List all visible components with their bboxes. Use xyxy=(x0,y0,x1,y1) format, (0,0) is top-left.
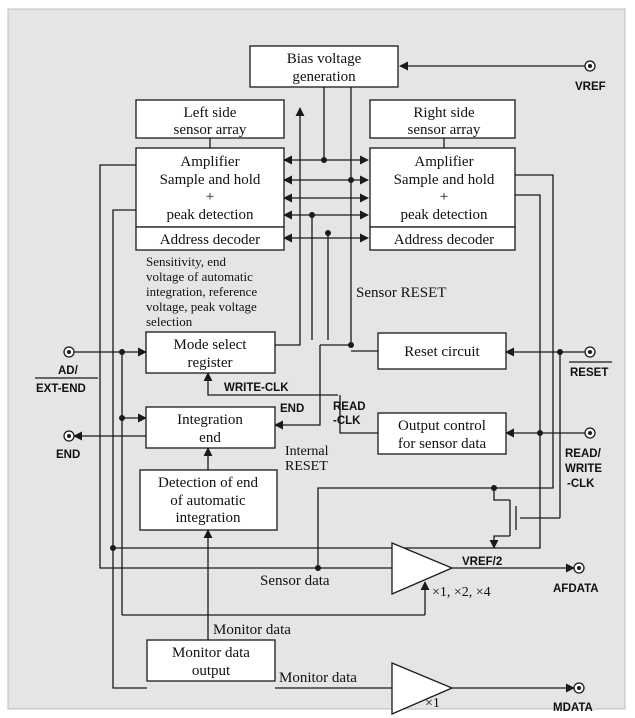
sensor-data-label: Sensor data xyxy=(260,573,330,589)
mode-line-2: register xyxy=(188,355,233,371)
right-array-block: Right side sensor array xyxy=(369,99,516,139)
detection-line-1: Detection of end xyxy=(158,475,258,491)
monitor-data-label-2: Monitor data xyxy=(279,670,357,686)
pin-afdata-label: AFDATA xyxy=(553,583,599,595)
mode-note-line-1: Sensitivity, end xyxy=(146,254,227,269)
write-clk-label: WRITE-CLK xyxy=(224,382,289,394)
pin-end-label: END xyxy=(56,449,80,461)
right-decoder-label: Address decoder xyxy=(394,232,494,248)
pin-mdata-label: MDATA xyxy=(553,702,593,714)
left-amp-line-3: + xyxy=(206,189,214,205)
output-control-line-1: Output control xyxy=(398,418,486,434)
pin-read-write-clk: READ/ WRITE -CLK xyxy=(565,427,602,490)
vref-half-label: VREF/2 xyxy=(462,556,502,568)
left-amp-line-4: peak detection xyxy=(166,207,254,223)
sensor-amplifier-triangle xyxy=(391,542,454,595)
pin-reset-label: RESET xyxy=(570,367,608,379)
left-amp-line-2: Sample and hold xyxy=(160,172,261,188)
output-control-block: Output control for sensor data xyxy=(377,412,507,455)
bias-line-1: Bias voltage xyxy=(287,51,362,67)
integration-end-block: Integration end xyxy=(145,406,276,449)
reset-circuit-block: Reset circuit xyxy=(377,332,507,370)
bias-voltage-block: Bias voltage generation xyxy=(249,45,399,88)
mode-select-register-block: Mode select register xyxy=(145,331,276,374)
pin-afdata: AFDATA xyxy=(553,562,599,595)
detection-line-2: of automatic xyxy=(170,493,246,509)
left-decoder-label: Address decoder xyxy=(160,232,260,248)
output-control-line-2: for sensor data xyxy=(398,436,487,452)
mode-note-line-2: voltage of automatic xyxy=(146,269,253,284)
left-address-decoder-block: Address decoder xyxy=(135,226,285,251)
mode-line-1: Mode select xyxy=(174,337,248,353)
left-amplifier-block: Amplifier Sample and hold + peak detecti… xyxy=(135,147,285,228)
internal-reset-label-2: RESET xyxy=(285,459,328,474)
left-array-line-1: Left side xyxy=(184,105,237,121)
right-array-line-1: Right side xyxy=(413,105,475,121)
left-array-line-2: sensor array xyxy=(174,122,247,138)
monitor-output-line-2: output xyxy=(192,663,231,679)
internal-reset-label-1: Internal xyxy=(285,444,329,459)
left-amp-line-1: Amplifier xyxy=(180,154,239,170)
diagram-background xyxy=(7,8,626,710)
right-amplifier-block: Amplifier Sample and hold + peak detecti… xyxy=(369,147,516,228)
monitor-gain-label: ×1 xyxy=(425,696,440,711)
monitor-amplifier-triangle xyxy=(391,662,454,715)
pin-end: END xyxy=(56,430,80,461)
pin-vref: VREF xyxy=(575,60,606,93)
mode-note-line-5: selection xyxy=(146,314,193,329)
mode-note-line-4: voltage, peak voltage xyxy=(146,299,257,314)
read-clk-label-1: READ xyxy=(333,401,366,413)
integration-line-1: Integration xyxy=(177,412,243,428)
pin-reset: RESET xyxy=(569,346,612,379)
right-amp-line-4: peak detection xyxy=(400,207,488,223)
right-amp-line-1: Amplifier xyxy=(414,154,473,170)
pin-ad-label: AD/ xyxy=(58,365,79,377)
junction-dots xyxy=(110,157,563,571)
pin-rw-label-2: WRITE xyxy=(565,463,602,475)
monitor-output-block: Monitor data output xyxy=(146,639,276,682)
mode-note-line-3: integration, reference xyxy=(146,284,257,299)
bias-line-2: generation xyxy=(292,69,356,85)
end-signal-label: END xyxy=(280,403,304,415)
gain-label: ×1, ×2, ×4 xyxy=(432,585,491,600)
sensor-reset-label: Sensor RESET xyxy=(356,285,446,301)
right-amp-line-3: + xyxy=(440,189,448,205)
pin-ad-ext-end: AD/ EXT-END xyxy=(35,346,98,395)
left-array-block: Left side sensor array xyxy=(135,99,285,139)
monitor-output-line-1: Monitor data xyxy=(172,645,250,661)
pin-ext-end-label: EXT-END xyxy=(36,383,86,395)
right-amp-line-2: Sample and hold xyxy=(394,172,495,188)
pin-rw-label-1: READ/ xyxy=(565,448,602,460)
right-address-decoder-block: Address decoder xyxy=(369,226,516,251)
reset-circuit-label: Reset circuit xyxy=(404,344,480,360)
pin-vref-label: VREF xyxy=(575,81,606,93)
monitor-data-label-1: Monitor data xyxy=(213,622,291,638)
mode-note: Sensitivity, end voltage of automatic in… xyxy=(146,254,257,329)
integration-line-2: end xyxy=(199,430,221,446)
detection-line-3: integration xyxy=(176,510,241,526)
pin-mdata: MDATA xyxy=(553,682,593,714)
pin-rw-label-3: -CLK xyxy=(567,478,595,490)
right-array-line-2: sensor array xyxy=(408,122,481,138)
read-clk-label-2: -CLK xyxy=(333,415,361,427)
detection-block: Detection of end of automatic integratio… xyxy=(139,469,278,531)
